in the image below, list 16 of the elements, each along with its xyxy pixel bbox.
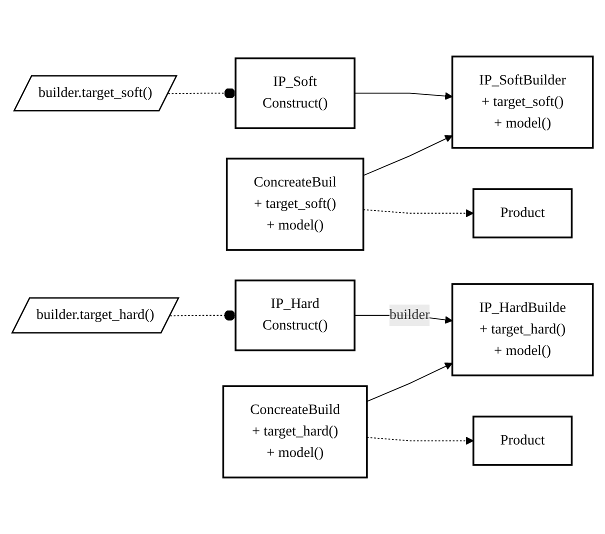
node-box: Product bbox=[472, 416, 573, 466]
edge-label: builder bbox=[389, 307, 430, 323]
arrow bbox=[362, 209, 474, 218]
node-box: IP_Hard Construct() bbox=[234, 280, 356, 352]
node-box: IP_Soft Construct() bbox=[234, 57, 356, 130]
arrow bbox=[366, 362, 453, 402]
node-box: IP_SoftBuilder + target_soft() + model() bbox=[451, 56, 594, 149]
node-box: IP_HardBuilde + target_hard() + model() bbox=[451, 283, 594, 376]
node-box: ConcreateBuild + target_hard() + model() bbox=[222, 385, 368, 478]
arrow bbox=[354, 92, 453, 100]
arrow bbox=[366, 436, 474, 445]
connector bbox=[168, 88, 236, 99]
connector bbox=[170, 310, 236, 321]
node-box: ConcreateBuil + target_soft() + model() bbox=[226, 158, 364, 251]
node-box: Product bbox=[472, 188, 573, 238]
arrow bbox=[362, 135, 453, 176]
